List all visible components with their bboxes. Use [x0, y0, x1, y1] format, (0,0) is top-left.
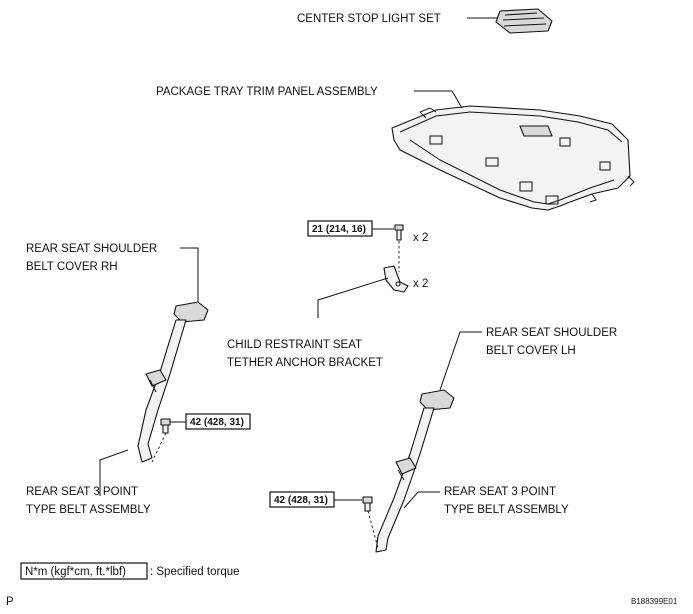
label-belt-lh-2: TYPE BELT ASSEMBLY [444, 504, 569, 516]
belt-rh [137, 319, 187, 463]
install-line-belt-rh [151, 432, 167, 463]
label-child-anchor-1: CHILD RESTRAINT SEAT [227, 339, 362, 351]
label-child-anchor-2: TETHER ANCHOR BRACKET [227, 357, 383, 369]
leader-shoulder-cover-rh [180, 247, 199, 304]
label-belt-rh-1: REAR SEAT 3 POINT [26, 486, 138, 498]
label-shoulder-cover-rh-2: BELT COVER RH [26, 261, 118, 273]
leader-shoulder-cover-lh [439, 331, 482, 391]
belt-lh-bolt [362, 496, 373, 512]
leader-belt-rh [99, 449, 129, 496]
shoulder-belt-cover-lh [419, 389, 455, 411]
shoulder-belt-cover-rh [173, 301, 209, 323]
qty-anchor-bracket: x 2 [413, 278, 428, 290]
legend-unit: N*m (kgf*cm, ft.*lbf) [25, 566, 126, 578]
torque-anchor-bolt: 21 (214, 16) [312, 224, 366, 235]
belt-lh [375, 407, 435, 553]
label-center-stop-light: CENTER STOP LIGHT SET [297, 13, 441, 25]
footer-mark: P [6, 596, 14, 608]
label-shoulder-cover-rh-1: REAR SEAT SHOULDER [26, 243, 157, 255]
torque-belt-rh-bolt: 42 (428, 31) [190, 417, 244, 428]
leader-package-tray [414, 90, 463, 109]
leader-belt-lh [403, 491, 440, 509]
install-line-belt-lh [367, 510, 379, 549]
center-stop-light [495, 8, 553, 34]
label-belt-lh-1: REAR SEAT 3 POINT [444, 486, 556, 498]
leader-anchor-bracket [317, 277, 389, 318]
tether-anchor-bracket [383, 265, 409, 293]
belt-rh-bolt [160, 418, 171, 434]
legend-text: : Specified torque [150, 566, 240, 578]
label-package-tray: PACKAGE TRAY TRIM PANEL ASSEMBLY [156, 86, 378, 98]
legend-torque-box [20, 562, 148, 580]
anchor-bolt [394, 224, 404, 241]
label-belt-rh-2: TYPE BELT ASSEMBLY [26, 504, 151, 516]
qty-anchor-bolt: x 2 [413, 232, 428, 244]
torque-belt-lh-bolt: 42 (428, 31) [274, 495, 328, 506]
label-shoulder-cover-lh-1: REAR SEAT SHOULDER [486, 327, 617, 339]
figure-id: B188399E01 [631, 597, 678, 606]
label-shoulder-cover-lh-2: BELT COVER LH [486, 345, 576, 357]
package-tray-panel [391, 105, 635, 211]
